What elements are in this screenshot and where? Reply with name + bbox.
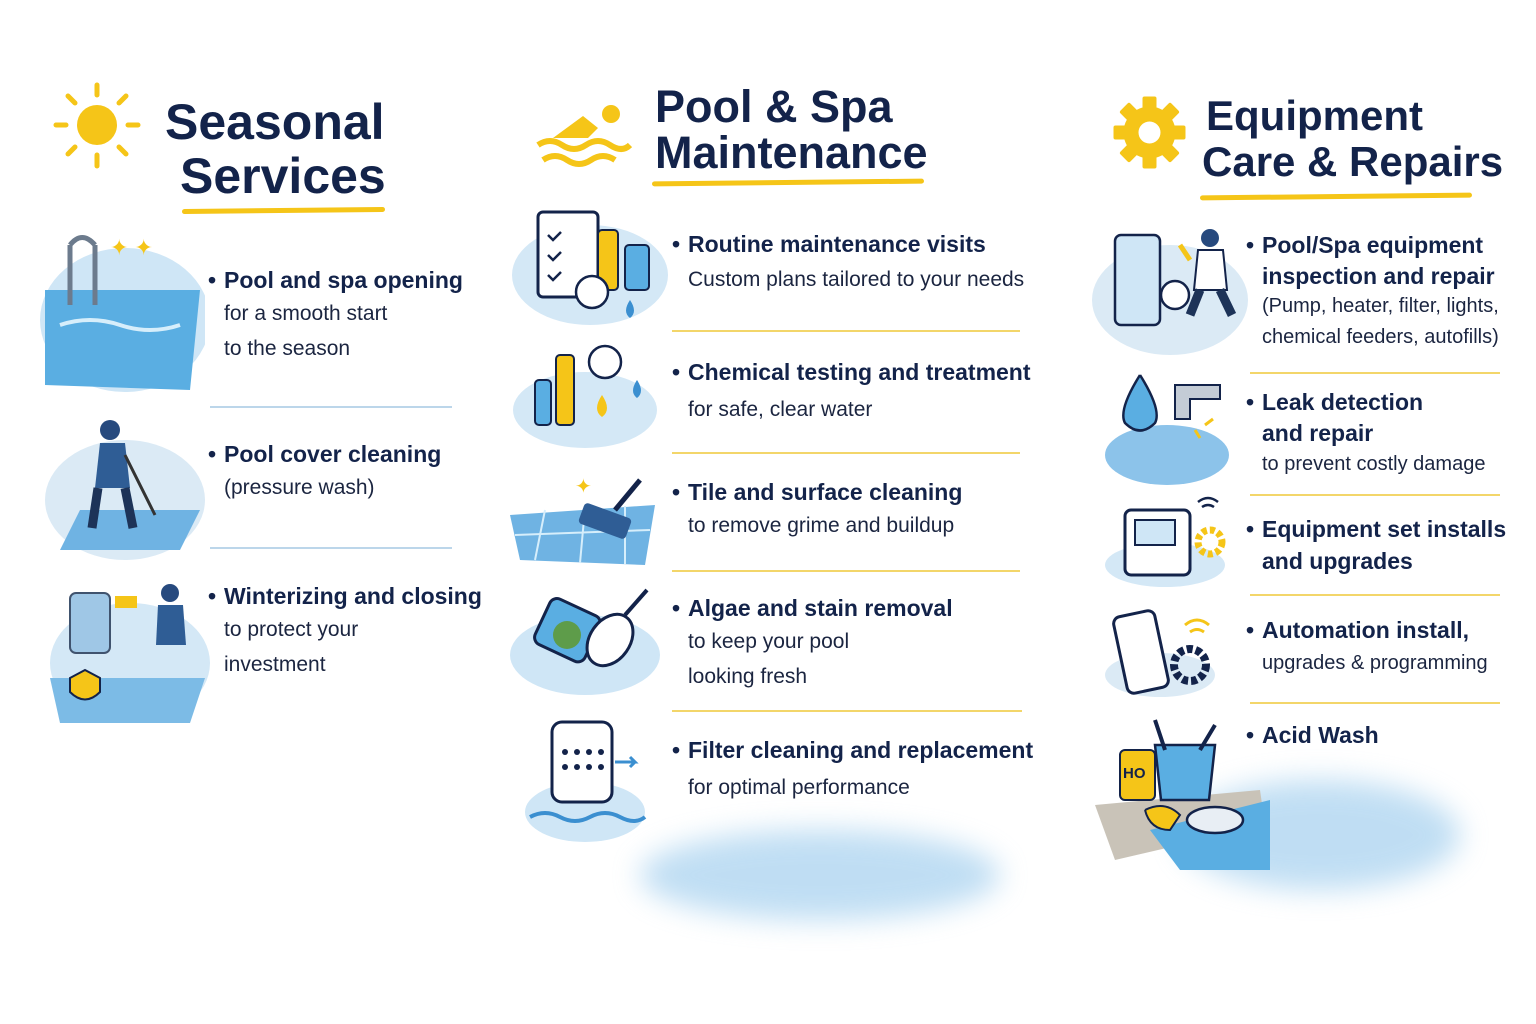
clipboard-illustration — [512, 210, 668, 325]
item-title: Pool and spa opening — [208, 264, 463, 296]
item-subtitle: (Pump, heater, filter, lights, — [1262, 295, 1499, 317]
item-title: Algae and stain removal — [672, 592, 953, 624]
column-title: Pool & Spa — [655, 81, 893, 132]
filter-cartridge-illustration — [525, 720, 647, 842]
item-title: Pool cover cleaning — [208, 438, 441, 470]
divider — [1250, 702, 1500, 704]
sun-icon — [53, 82, 141, 169]
item-title-cont: inspection and repair — [1262, 263, 1495, 289]
equipment-repair-illustration — [1092, 229, 1248, 355]
list-item: Routine maintenance visits Custom plans … — [672, 228, 1025, 297]
column-title: Services — [180, 148, 386, 204]
title-underline — [181, 206, 386, 215]
item-subtitle: investment — [224, 653, 326, 676]
list-item: Pool and spa opening for a smooth start … — [208, 264, 463, 366]
list-item: Chemical testing and treatment for safe,… — [672, 356, 1031, 427]
divider — [672, 710, 1022, 712]
list-item: Filter cleaning and replacement for opti… — [672, 734, 1033, 805]
divider — [1250, 594, 1500, 596]
swimmer-icon — [536, 105, 633, 167]
list-item: Acid Wash — [1246, 719, 1379, 751]
column-title: Seasonal — [165, 94, 385, 150]
chemical-testing-illustration — [513, 344, 657, 448]
acid-wash-illustration — [1095, 719, 1270, 870]
item-title: Automation install, — [1246, 614, 1488, 646]
item-subtitle: Custom plans tailored to your needs — [688, 268, 1025, 291]
item-title: Leak detection — [1246, 386, 1485, 418]
equipment-install-illustration — [1105, 496, 1226, 587]
item-subtitle: for safe, clear water — [688, 398, 873, 421]
divider — [672, 330, 1020, 332]
item-subtitle: to protect your — [224, 618, 359, 641]
item-title-cont: and upgrades — [1262, 548, 1413, 574]
column-title: Maintenance — [655, 127, 928, 178]
pool-ladder-illustration: ✦ ✦ — [40, 235, 205, 392]
item-title: Winterizing and closing — [208, 580, 482, 612]
item-title: Routine maintenance visits — [672, 228, 1024, 260]
item-subtitle: to remove grime and buildup — [688, 514, 955, 537]
svg-text:✦ ✦: ✦ ✦ — [110, 235, 153, 260]
item-subtitle: (pressure wash) — [224, 476, 375, 499]
list-item: Automation install, upgrades & programmi… — [1246, 614, 1488, 681]
list-item: Tile and surface cleaning to remove grim… — [672, 476, 962, 543]
item-subtitle: upgrades & programming — [1262, 652, 1488, 674]
algae-net-illustration — [510, 588, 660, 695]
item-subtitle: looking fresh — [688, 665, 808, 688]
item-title: Chemical testing and treatment — [672, 356, 1031, 388]
divider — [1250, 372, 1500, 374]
list-item: Winterizing and closing to protect your … — [208, 580, 482, 682]
divider — [210, 547, 452, 549]
list-item: Pool cover cleaning (pressure wash) — [208, 438, 441, 505]
watercolor-wash — [640, 830, 1000, 920]
column-title: Care & Repairs — [1202, 138, 1504, 185]
item-title-cont: and repair — [1262, 420, 1374, 446]
winterizing-illustration — [50, 584, 210, 723]
list-item: Pool/Spa equipment inspection and repair… — [1246, 229, 1499, 353]
item-subtitle: chemical feeders, autofills) — [1262, 326, 1499, 348]
title-underline — [1199, 192, 1473, 201]
item-subtitle: for a smooth start — [224, 302, 388, 325]
item-title: Acid Wash — [1246, 719, 1379, 751]
list-item: Algae and stain removal to keep your poo… — [672, 592, 953, 694]
svg-text:✦: ✦ — [575, 476, 592, 498]
title-underline — [651, 178, 925, 187]
leak-detection-illustration — [1105, 374, 1229, 485]
gear-icon — [1113, 96, 1186, 169]
item-title: Filter cleaning and replacement — [672, 734, 1033, 766]
list-item: Equipment set installs and upgrades — [1246, 513, 1506, 577]
item-subtitle: to the season — [224, 337, 351, 360]
divider — [1250, 494, 1500, 496]
pressure-wash-illustration — [45, 420, 205, 560]
item-subtitle: to keep your pool — [688, 630, 850, 653]
item-subtitle: to prevent costly damage — [1262, 453, 1486, 475]
item-title: Equipment set installs — [1246, 513, 1506, 545]
item-subtitle: for optimal performance — [688, 776, 910, 799]
tile-brush-illustration: ✦ — [510, 476, 655, 565]
item-title: Tile and surface cleaning — [672, 476, 962, 508]
list-item: Leak detection and repair to prevent cos… — [1246, 386, 1486, 481]
divider — [210, 406, 452, 408]
automation-illustration — [1105, 609, 1215, 697]
bottle-label: HO — [1123, 765, 1146, 782]
item-title: Pool/Spa equipment — [1246, 229, 1499, 261]
column-title: Equipment — [1206, 92, 1423, 139]
divider — [672, 452, 1020, 454]
divider — [672, 570, 1020, 572]
